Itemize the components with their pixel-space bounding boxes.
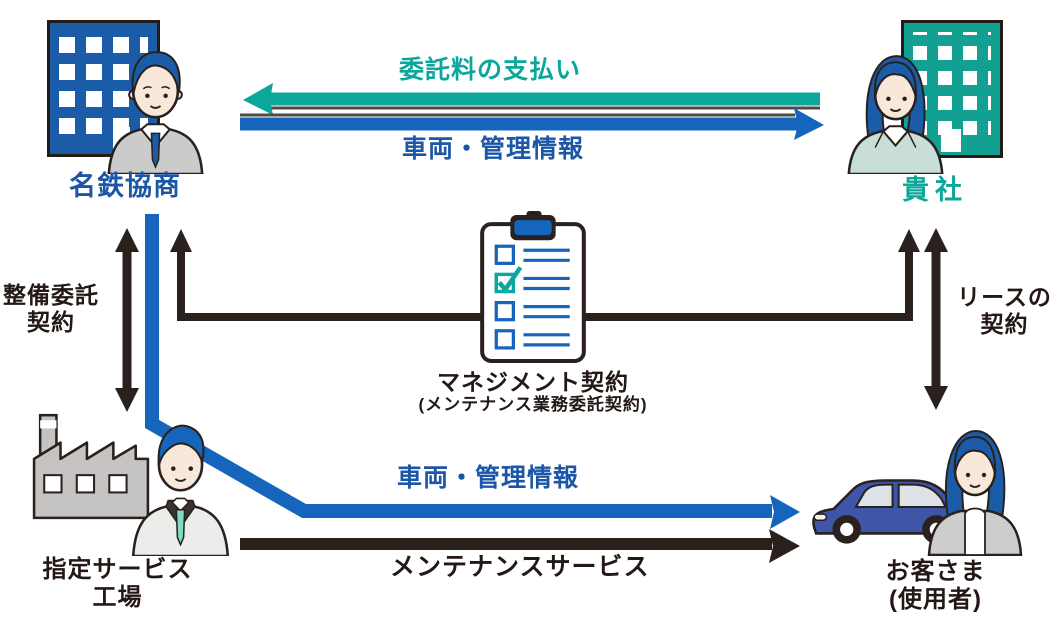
- label-meitetsu: 名鉄協商: [69, 171, 181, 201]
- label-vehicle-info-bottom: 車両・管理情報: [396, 464, 579, 492]
- label-customer-line1: お客さま: [885, 558, 986, 585]
- businessman-icon: [107, 51, 204, 174]
- label-lease-line1: リースの: [957, 284, 1050, 310]
- label-contract-title: マネジメント契約: [437, 369, 629, 395]
- label-customer: お客さま (使用者): [868, 558, 1003, 615]
- label-factory-line2: 工場: [92, 584, 143, 612]
- label-vehicle-info-top: 車両・管理情報: [401, 135, 584, 163]
- label-customer-line2: (使用者): [889, 586, 982, 614]
- label-lease-line2: 契約: [980, 311, 1029, 338]
- label-lease: リースの 契約: [952, 284, 1050, 338]
- factory-icon: [32, 413, 150, 520]
- fee-payment-arrow: [243, 83, 820, 115]
- label-maintenance-service: メンテナンスサービス: [390, 553, 650, 581]
- label-seibi-itaku-line2: 契約: [27, 309, 75, 336]
- mechanic-icon: [131, 424, 230, 556]
- maintenance-service-arrow: [240, 529, 800, 563]
- vehicle-info-top-arrow: [240, 108, 824, 140]
- vehicle-info-bottom-arrow: [145, 214, 800, 529]
- seibi-itaku-arrow: [115, 228, 139, 412]
- customer-woman-icon: [927, 429, 1023, 556]
- label-contract-subtitle: (メンテナンス業務委託契約): [418, 395, 648, 414]
- businesswoman-icon: [847, 55, 944, 174]
- label-factory-line1: 指定サービス: [42, 556, 193, 583]
- label-fee-payment: 委託料の支払い: [398, 56, 581, 84]
- label-factory: 指定サービス 工場: [30, 556, 205, 613]
- building-windows: [913, 32, 991, 135]
- building-door: [941, 129, 961, 152]
- car-icon: [812, 479, 972, 544]
- label-seibi-itaku-line1: 整備委託: [3, 282, 99, 308]
- label-seibi-itaku: 整備委託 契約: [0, 282, 114, 336]
- lease-arrow: [924, 228, 948, 410]
- clipboard-icon: [480, 211, 586, 363]
- label-kisha: 貴社: [902, 175, 968, 205]
